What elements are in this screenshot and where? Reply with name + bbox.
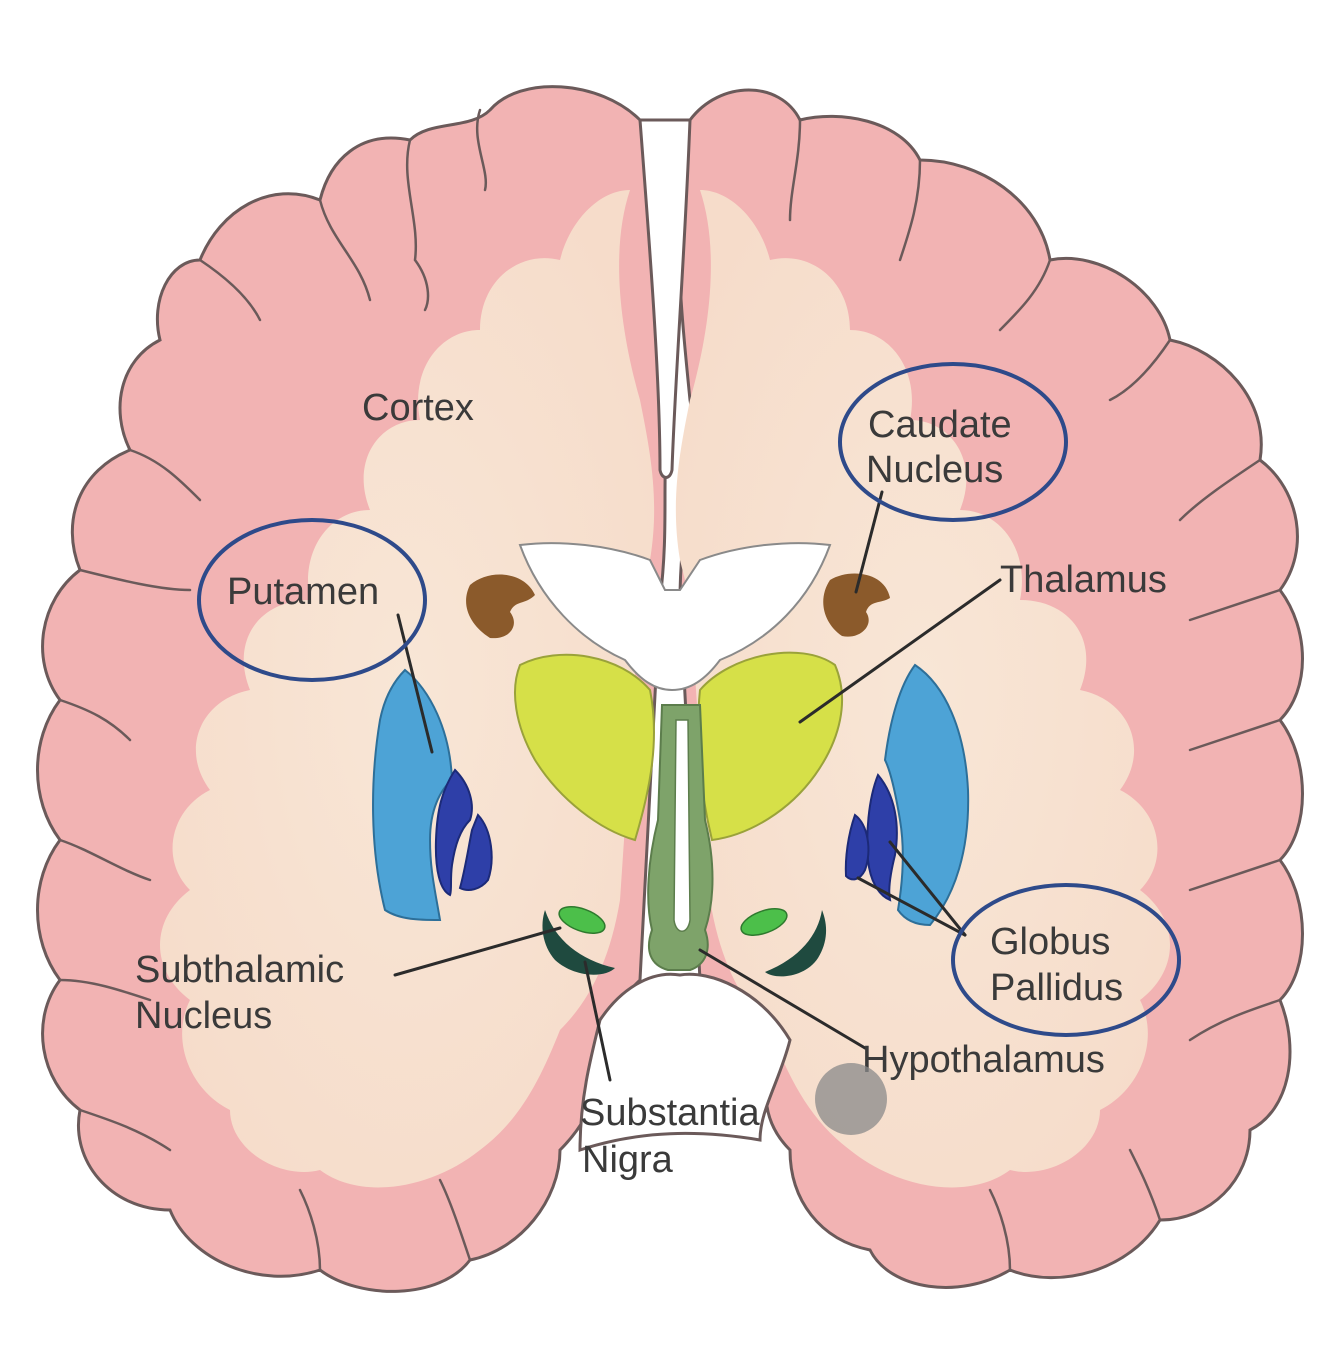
label-caudate-line2: Nucleus bbox=[866, 449, 1003, 491]
label-substantia-line2: Nigra bbox=[582, 1139, 674, 1181]
label-subthalamic-line1: Subthalamic bbox=[135, 949, 344, 991]
putamen-highlight-circle bbox=[197, 518, 427, 682]
globus-pallidus-left bbox=[434, 768, 493, 897]
caudate-highlight-circle bbox=[838, 362, 1068, 522]
sulci bbox=[58, 108, 1282, 1272]
label-subthalamic-line2: Nucleus bbox=[135, 995, 272, 1037]
putamen-left bbox=[372, 668, 454, 922]
label-thalamus: Thalamus bbox=[1000, 559, 1167, 601]
label-cortex: Cortex bbox=[362, 387, 474, 429]
thalamus-left bbox=[514, 653, 655, 842]
leader-lines bbox=[393, 490, 1002, 1082]
label-hypothalamus: Hypothalamus bbox=[862, 1039, 1105, 1081]
globus-pallidus-right bbox=[844, 773, 898, 902]
label-globus-line2: Pallidus bbox=[990, 967, 1123, 1009]
subthalamic-nucleus-right bbox=[740, 908, 788, 936]
touch-indicator bbox=[815, 1063, 887, 1135]
label-putamen: Putamen bbox=[227, 571, 379, 613]
subthalamic-nucleus-left bbox=[558, 906, 606, 934]
label-caudate-line1: Caudate bbox=[868, 404, 1012, 446]
third-ventricle bbox=[673, 719, 691, 932]
caudate-nucleus-right bbox=[823, 573, 890, 637]
substantia-nigra-right bbox=[765, 910, 827, 977]
label-globus-line1: Globus bbox=[990, 921, 1110, 963]
globus-highlight-circle bbox=[951, 883, 1181, 1037]
label-substantia-line1: Substantia bbox=[580, 1092, 760, 1134]
lateral-ventricles bbox=[518, 542, 832, 692]
caudate-nucleus-left bbox=[466, 574, 535, 639]
substantia-nigra-left bbox=[542, 910, 615, 975]
medial-fissure bbox=[638, 118, 692, 479]
basal-notch bbox=[578, 972, 792, 1153]
